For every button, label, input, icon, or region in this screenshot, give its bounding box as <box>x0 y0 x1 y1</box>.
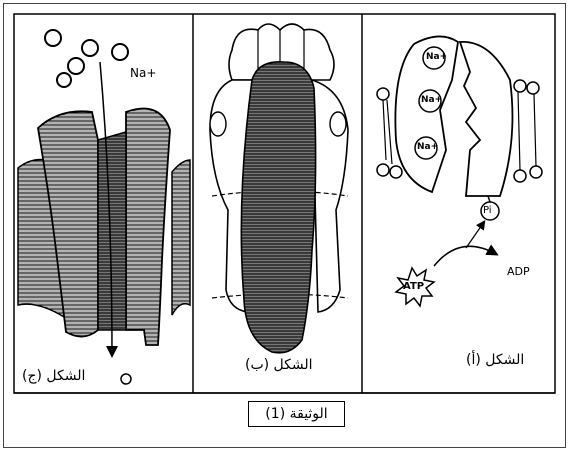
lipid-head <box>514 80 526 92</box>
membrane-right <box>172 160 190 315</box>
pi-label: Pi <box>483 205 492 216</box>
document-caption: الوثيقة (1) <box>248 401 345 427</box>
pump-subunit-right <box>460 42 512 196</box>
atp-arrow <box>434 246 496 266</box>
panel-b-drawing <box>210 24 348 353</box>
ion-circle <box>82 40 98 56</box>
receptor-oval-right <box>330 112 346 136</box>
na-ion-label-1: Na+ <box>426 52 447 62</box>
panel-b-title: الشكل (ب) <box>245 357 313 373</box>
lipid-head <box>530 166 542 178</box>
ion-circle <box>45 30 61 46</box>
na-label-channel: Na+ <box>130 66 156 80</box>
atp-label: ATP <box>403 281 424 292</box>
ion-circle <box>68 58 84 74</box>
ion-circle <box>57 73 71 87</box>
panel-j-drawing <box>18 30 190 384</box>
panel-j-title: الشكل (ج) <box>22 368 85 384</box>
ion-circle-inside <box>121 374 131 384</box>
lipid-head <box>377 164 389 176</box>
pi-arrow <box>466 222 484 248</box>
receptor-oval-left <box>210 112 226 136</box>
receptor-center-subunit <box>241 62 315 353</box>
channel-subunit-right <box>126 109 170 345</box>
lipid-head <box>514 170 526 182</box>
lipid-head <box>527 82 539 94</box>
lipid-head <box>377 88 389 100</box>
na-ion-label-2: Na+ <box>421 95 442 105</box>
adp-label: ADP <box>507 265 530 278</box>
ion-circle <box>112 44 128 60</box>
panel-a-title: الشكل (أ) <box>466 352 524 368</box>
na-ion-label-3: Na+ <box>417 142 438 152</box>
lipid-head <box>390 166 402 178</box>
